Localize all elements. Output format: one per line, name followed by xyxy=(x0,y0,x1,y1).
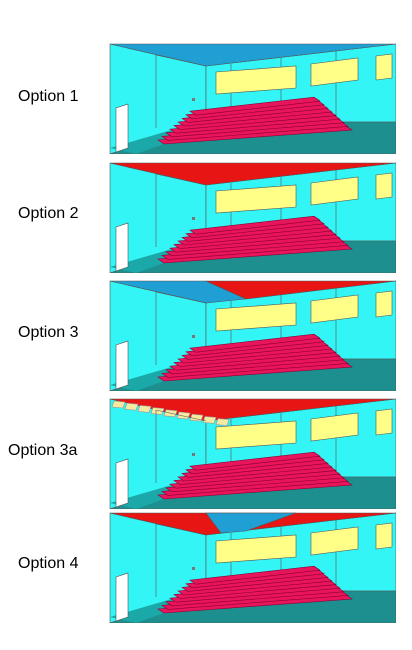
room-render-option-1 xyxy=(96,36,396,154)
seat-row xyxy=(189,215,321,235)
wall-line xyxy=(155,523,207,536)
acoustic-panel-right xyxy=(375,408,393,436)
ceiling-tile xyxy=(202,416,217,424)
acoustic-panel-left xyxy=(215,420,297,450)
ceiling-tile xyxy=(124,402,139,411)
room-render-option-3 xyxy=(96,273,396,391)
door xyxy=(115,340,129,390)
seat-row xyxy=(189,333,321,353)
wall-marker xyxy=(192,453,195,456)
acoustic-panel-mid xyxy=(310,412,359,442)
acoustic-panel-mid xyxy=(310,176,359,206)
acoustic-panel-right xyxy=(375,172,393,200)
ceiling-tile xyxy=(215,418,230,426)
room-render-option-3a xyxy=(96,391,396,509)
door xyxy=(115,222,129,272)
option-label-1: Option 1 xyxy=(18,88,79,105)
acoustic-panel-left xyxy=(215,65,297,95)
option-label-3a: Option 3a xyxy=(8,442,78,459)
option-label-3: Option 3 xyxy=(18,324,79,341)
acoustic-panel-left xyxy=(215,534,297,564)
room-svg-1 xyxy=(109,43,396,154)
wall-marker xyxy=(192,217,195,220)
door xyxy=(115,458,129,508)
room-render-option-4 xyxy=(96,505,396,623)
room-svg-3a xyxy=(109,398,396,509)
acoustic-panel-right xyxy=(375,53,393,81)
door xyxy=(115,103,129,153)
ceiling-tile xyxy=(137,405,152,413)
ceiling xyxy=(109,162,396,186)
wall-marker xyxy=(192,567,195,570)
ceiling-tile xyxy=(176,411,191,420)
acoustic-panel-mid xyxy=(310,57,359,87)
acoustic-panel-mid xyxy=(310,526,359,556)
acoustic-panel-right xyxy=(375,290,393,318)
seat-row xyxy=(189,565,321,585)
acoustic-panel-right xyxy=(375,522,393,550)
wall-marker xyxy=(192,98,195,101)
room-render-option-2 xyxy=(96,155,396,273)
seat-row xyxy=(189,96,321,116)
ceiling-tile xyxy=(150,407,165,415)
ceiling-blue-zone xyxy=(205,512,297,534)
ceiling xyxy=(109,43,396,67)
room-svg-2 xyxy=(109,162,396,273)
door xyxy=(115,572,129,622)
wall-line xyxy=(155,173,207,186)
wall-line xyxy=(155,291,207,304)
wall-line xyxy=(155,54,207,67)
wall-marker xyxy=(192,335,195,338)
option-label-4: Option 4 xyxy=(18,555,79,572)
wall-line xyxy=(155,409,207,422)
acoustic-panel-left xyxy=(215,302,297,332)
acoustic-panel-left xyxy=(215,184,297,214)
seat-row xyxy=(189,451,321,471)
room-svg-3 xyxy=(109,280,396,391)
ceiling-red-zone xyxy=(205,280,396,300)
room-svg-4 xyxy=(109,512,396,623)
option-label-2: Option 2 xyxy=(18,205,79,222)
ceiling-tile xyxy=(111,400,126,409)
acoustic-panel-mid xyxy=(310,294,359,324)
